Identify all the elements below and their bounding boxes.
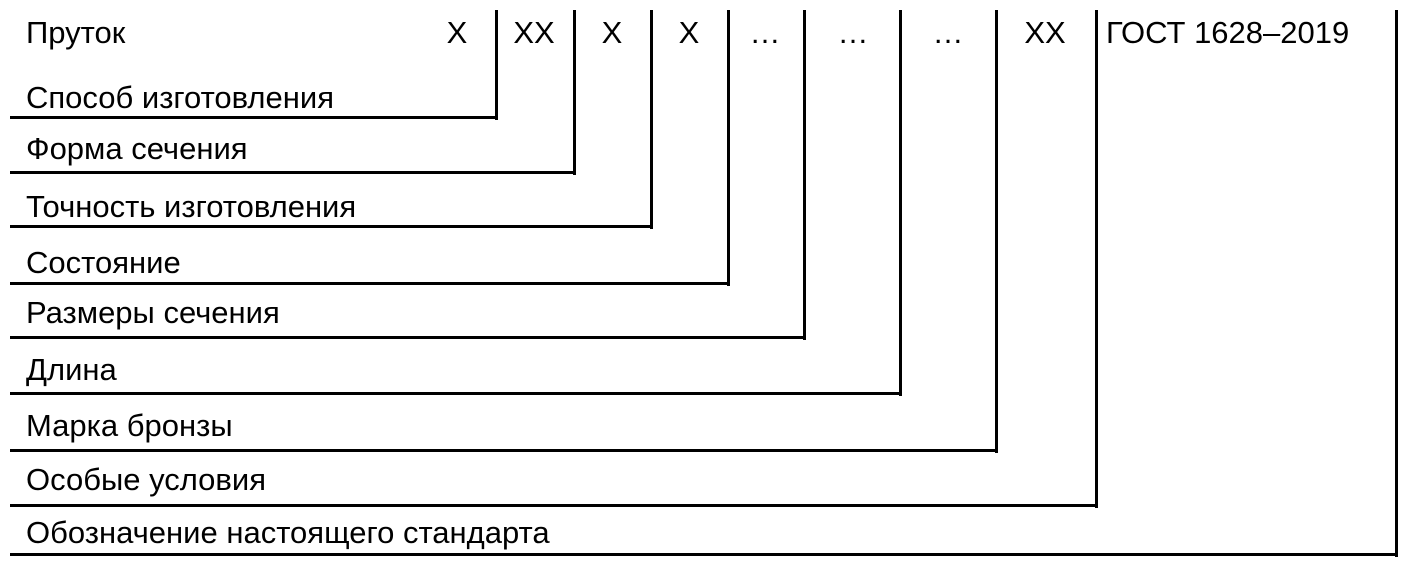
- field-length: Длина: [26, 352, 117, 387]
- separator-line-3: [650, 10, 653, 229]
- underline-standard-designation: [10, 553, 1398, 556]
- code-bronze-grade: …: [932, 15, 964, 50]
- underline-condition: [10, 282, 730, 285]
- underline-manufacturing-method: [10, 116, 498, 119]
- underline-special-conditions: [10, 504, 1098, 507]
- field-accuracy: Точность изготовления: [26, 189, 357, 224]
- field-section-size: Размеры сечения: [26, 295, 280, 330]
- code-special-conditions: XX: [1024, 15, 1066, 50]
- separator-line-2: [573, 10, 576, 175]
- code-section-size: …: [749, 15, 781, 50]
- underline-accuracy: [10, 225, 653, 228]
- code-section-shape: XX: [513, 15, 555, 50]
- underline-bronze-grade: [10, 449, 998, 452]
- separator-line-5: [803, 10, 806, 340]
- code-accuracy: X: [601, 15, 623, 50]
- separator-line-4: [727, 10, 730, 286]
- field-condition: Состояние: [26, 245, 181, 280]
- underline-section-shape: [10, 171, 576, 174]
- field-special-conditions: Особые условия: [26, 462, 266, 497]
- standard-designation: ГОСТ 1628–2019: [1106, 15, 1350, 50]
- separator-line-1: [495, 10, 498, 120]
- underline-section-size: [10, 336, 806, 339]
- code-manufacturing-method: X: [446, 15, 468, 50]
- separator-line-9: [1395, 10, 1398, 557]
- separator-line-8: [1095, 10, 1098, 508]
- field-manufacturing-method: Способ изготовления: [26, 80, 334, 115]
- code-length: …: [837, 15, 869, 50]
- code-condition: X: [678, 15, 700, 50]
- field-bronze-grade: Марка бронзы: [26, 408, 233, 443]
- separator-line-7: [995, 10, 998, 453]
- product-label: Пруток: [26, 15, 126, 50]
- field-standard-designation: Обозначение настоящего стандарта: [26, 515, 550, 550]
- underline-length: [10, 392, 902, 395]
- separator-line-6: [899, 10, 902, 396]
- field-section-shape: Форма сечения: [26, 131, 248, 166]
